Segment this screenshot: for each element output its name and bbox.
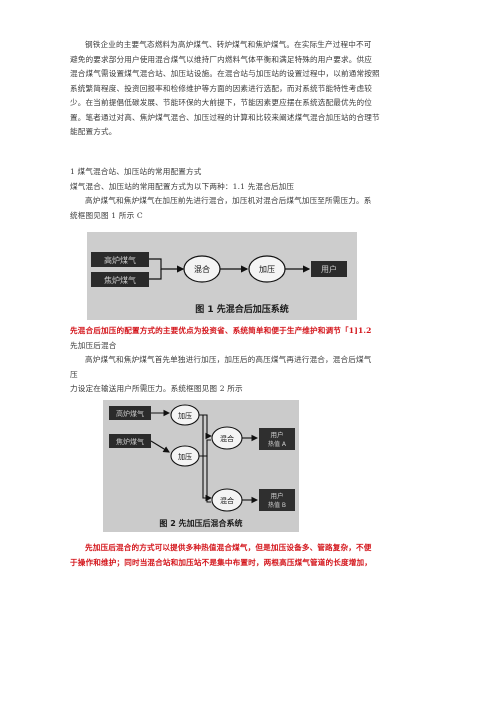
- section-heading: 1 煤气混合站、加压站的常用配置方式: [70, 167, 202, 176]
- section-line: 力设定在输送用户所需压力。系统框图见图 2 所示: [70, 384, 243, 393]
- highlight-line: 于操作和维护；同时当混合站和加压站不是集中布置时，两根高压煤气管道的长度增加，: [70, 557, 373, 567]
- section-line: 高炉煤气和焦炉煤气首先单独进行加压，加压后的高压煤气再进行混合，混合后煤气: [85, 355, 372, 364]
- fig1-mix-label: 混合: [194, 264, 210, 274]
- fig2-caption: 图 2 先加压后混合系统: [159, 518, 242, 528]
- intro-paragraph: 钢铁企业的主要气态燃料为高炉煤气、转炉煤气和焦炉煤气。在实际生产过程中不可 避免…: [70, 38, 426, 140]
- fig1-user-box: [311, 261, 347, 277]
- figure-2-diagram: 高炉煤气 焦炉煤气 加压 加压 混合 混合: [103, 400, 299, 532]
- fig1-input1-label: 高炉煤气: [104, 255, 136, 265]
- fig1-input2-box: [91, 272, 149, 287]
- highlight-line: 先加压后混合的方式可以提供多种热值混合煤气，但是加压设备多、管路复杂，不便: [85, 543, 372, 552]
- fig2-input2-label: 焦炉煤气: [116, 437, 144, 446]
- intro-line: 能配置方式。: [70, 127, 117, 136]
- figure-1-diagram: 高炉煤气 焦炉煤气 混合 加压 用户 图 1 先混合后加压系统: [87, 232, 357, 320]
- fig2-user2-box: [259, 489, 295, 511]
- section-1: 1 煤气混合站、加压站的常用配置方式 煤气混合、加压站的常用配置方式为以下两种：…: [70, 165, 426, 223]
- section-1-2: 先混合后加压的配置方式的主要优点为投资省、系统简单和便于生产维护和调节「1]1.…: [70, 324, 426, 397]
- fig2-mix1-label: 混合: [220, 434, 234, 443]
- fig2-user2-label: 用户: [271, 491, 284, 500]
- intro-line: 少。在当前提倡低碳发展、节能环保的大前提下，节能因素更应摆在系统选配最优先的位: [70, 98, 373, 107]
- fig2-input1-box: [109, 406, 151, 420]
- figure-1: 高炉煤气 焦炉煤气 混合 加压 用户 图 1 先混合后加压系统: [87, 232, 357, 320]
- fig2-user1-box: [259, 428, 295, 450]
- fig1-caption: 图 1 先混合后加压系统: [195, 303, 289, 315]
- section-line: 压: [70, 369, 78, 379]
- figure-2: 高炉煤气 焦炉煤气 加压 加压 混合 混合: [103, 400, 299, 532]
- intro-line: 避免的要求部分用户使用混合煤气以维持厂内燃料气体平衡和满足特殊的用户要求。供应: [70, 54, 373, 64]
- fig1-pressurize-label: 加压: [259, 264, 275, 274]
- fig2-mix2-label: 混合: [220, 496, 234, 505]
- intro-line: 混合煤气需设置煤气混合站、加压站设施。在混合站与加压站的设置过程中，以前通常按照: [70, 69, 380, 78]
- fig2-pressurize1-label: 加压: [178, 411, 192, 420]
- fig2-user2-sub: 热值 B: [268, 501, 286, 509]
- intro-line: 置。笔者通过对高、焦炉煤气混合、加压过程的计算和比较来阐述煤气混合加压站的合理节: [70, 112, 380, 122]
- fig1-input1-box: [91, 252, 149, 267]
- fig2-user1-sub: 热值 A: [268, 440, 287, 448]
- subsection-heading: 先加压后混合: [70, 340, 117, 350]
- fig1-input2-label: 焦炉煤气: [104, 275, 136, 285]
- conclusion-paragraph: 先加压后混合的方式可以提供多种热值混合煤气，但是加压设备多、管路复杂，不便 于操…: [70, 541, 426, 570]
- fig2-user1-label: 用户: [271, 430, 284, 439]
- intro-line: 系统繁简程度、投资回报率和检修维护等方面的因素进行选配，而对系统节能特性考虑较: [70, 83, 373, 93]
- intro-line: 钢铁企业的主要气态燃料为高炉煤气、转炉煤气和焦炉煤气。在实际生产过程中不可: [85, 40, 372, 49]
- highlight-line: 先混合后加压的配置方式的主要优点为投资省、系统简单和便于生产维护和调节「1]1.…: [70, 326, 372, 335]
- section-line: 煤气混合、加压站的常用配置方式为以下两种：1.1 先混合后加压: [70, 181, 295, 191]
- fig2-pressurize2-label: 加压: [178, 452, 192, 461]
- fig1-user-label: 用户: [321, 264, 337, 274]
- section-line: 统框图见图 1 所示 C: [70, 210, 143, 220]
- section-line: 高炉煤气和焦炉煤气在加压前先进行混合，加压机对混合后煤气加压至所需压力。系: [85, 196, 372, 205]
- fig2-input1-label: 高炉煤气: [116, 409, 144, 418]
- fig2-input2-box: [109, 434, 151, 448]
